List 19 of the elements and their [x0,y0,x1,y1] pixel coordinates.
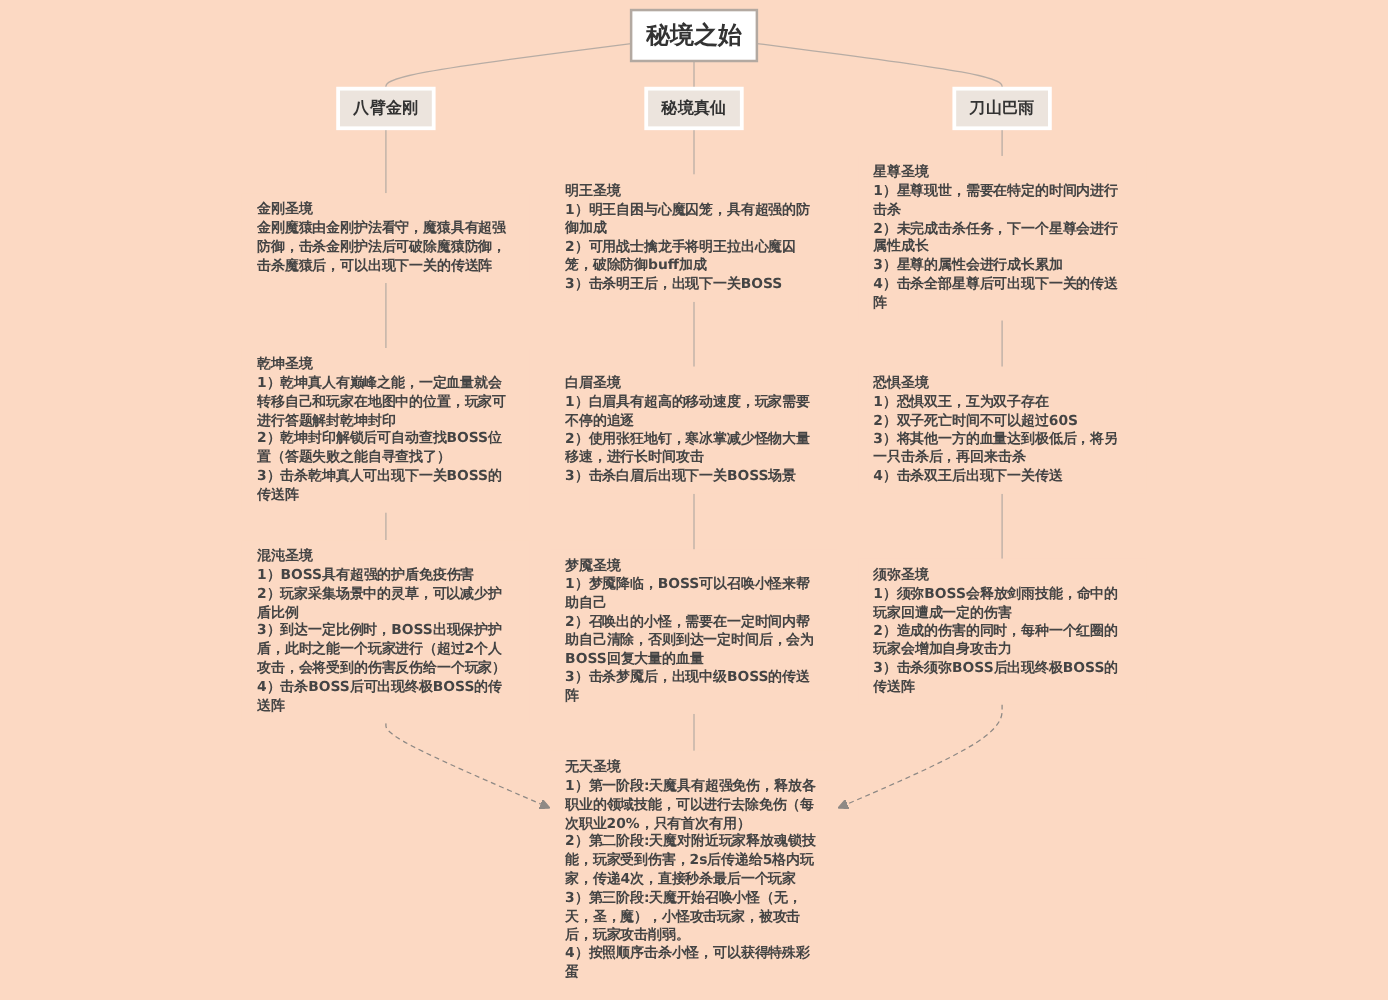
arrow [385,722,551,810]
node-box: 秘境真仙 [644,86,744,131]
connector [693,127,695,176]
node-box: 刀山巴雨 [952,86,1052,131]
connector [1001,319,1003,368]
connector [1001,127,1003,157]
connector [385,511,387,541]
connector [385,42,632,90]
connector [693,60,695,90]
connector [756,42,1003,90]
node-box: 八臂金刚 [336,86,436,131]
arrow [837,703,1003,810]
connector [1001,493,1003,560]
connector [693,493,695,551]
node-box: 秘境之始 [629,8,759,63]
connector [385,282,387,349]
connector [693,301,695,368]
connector [693,713,695,752]
connector [385,127,387,194]
